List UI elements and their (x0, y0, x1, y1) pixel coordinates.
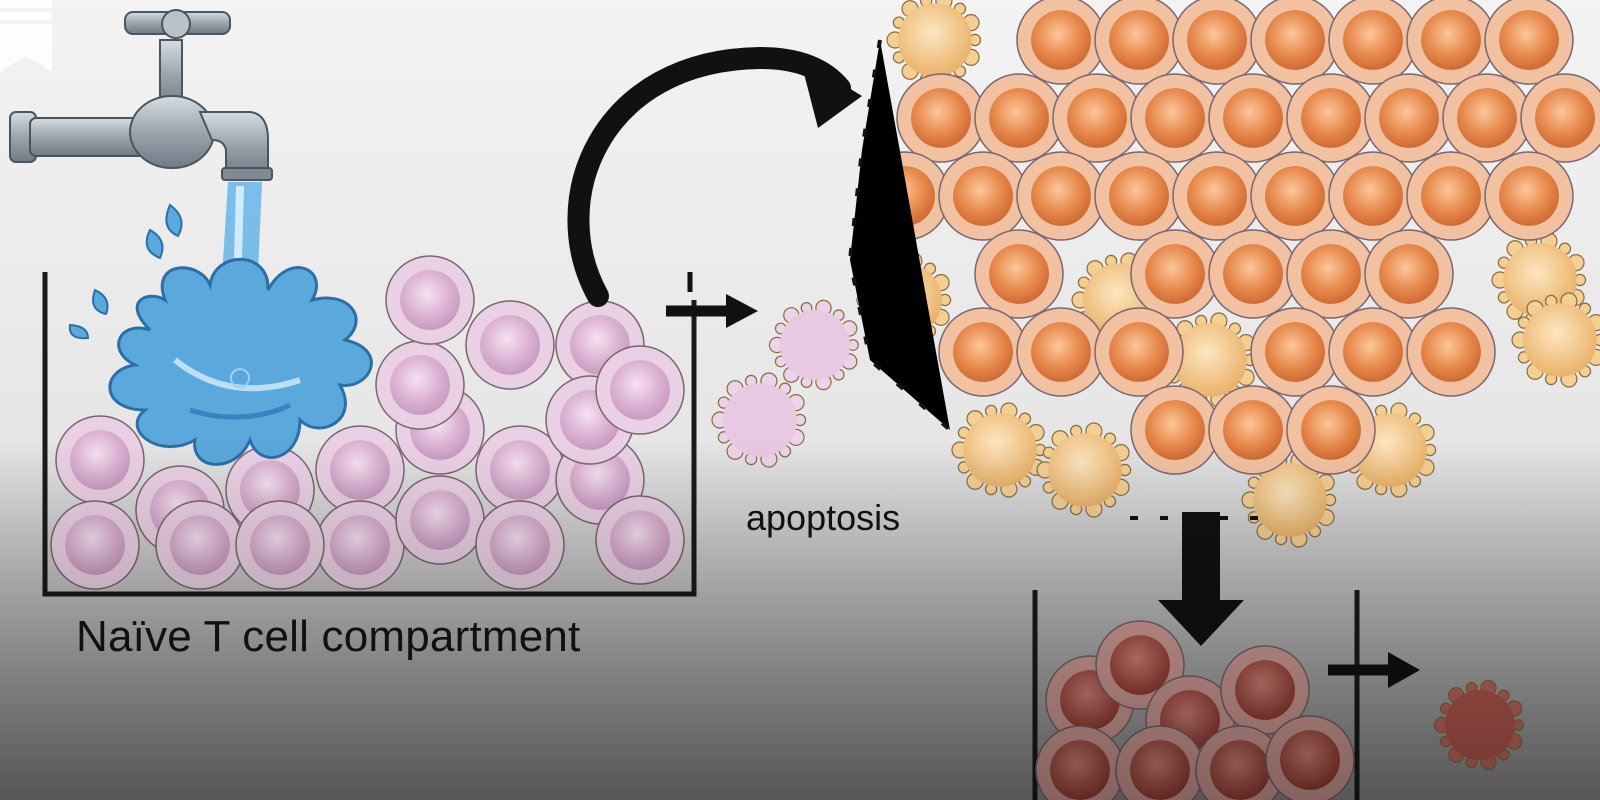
effector-cell (1443, 74, 1531, 162)
effector-cell (1095, 308, 1183, 396)
naive-cell (316, 501, 404, 589)
naive-cell (156, 501, 244, 589)
effector-cell (1173, 152, 1261, 240)
effector-cell (1407, 0, 1495, 84)
effector-cell (1365, 230, 1453, 318)
effector-cell (1485, 152, 1573, 240)
effector-cell (1017, 0, 1105, 84)
effector-cell (1485, 0, 1573, 84)
effector-cell (1173, 0, 1261, 84)
effector-cell (1329, 308, 1417, 396)
effector-cell (1131, 386, 1219, 474)
effector-cell (1131, 74, 1219, 162)
naive-cell (596, 346, 684, 434)
naive-compartment-label: Naïve T cell compartment (76, 612, 580, 662)
effector-cell (1209, 386, 1297, 474)
effector-cell (1209, 74, 1297, 162)
effector-cell (1251, 308, 1339, 396)
naive-cell (376, 341, 464, 429)
effector-cell (939, 308, 1027, 396)
effector-cell (897, 74, 985, 162)
effector-cell (1287, 386, 1375, 474)
effector-cell (1251, 0, 1339, 84)
effector-cell (1095, 152, 1183, 240)
effector-cell (1017, 308, 1105, 396)
effector-cell (1521, 74, 1600, 162)
naive-cell (51, 501, 139, 589)
effector-cell (939, 152, 1027, 240)
naive-cell (56, 416, 144, 504)
bookmark-icon[interactable] (0, 0, 52, 72)
naive-cell (466, 301, 554, 389)
effector-cell (1053, 74, 1141, 162)
naive-cell (476, 501, 564, 589)
effector-cell (1095, 0, 1183, 84)
effector-cell (1287, 74, 1375, 162)
effector-cell (1365, 74, 1453, 162)
effector-cell (1251, 152, 1339, 240)
naive-cell (396, 476, 484, 564)
effector-cell (1287, 230, 1375, 318)
naive-cell (236, 501, 324, 589)
effector-cell (975, 74, 1063, 162)
memory-cell (1266, 716, 1354, 800)
effector-cell (975, 230, 1063, 318)
effector-cell (1329, 0, 1417, 84)
naive-cell (386, 256, 474, 344)
effector-cell (1017, 152, 1105, 240)
effector-cell (1329, 152, 1417, 240)
apoptosis-label: apoptosis (746, 497, 900, 539)
effector-cell (1131, 230, 1219, 318)
effector-cell (1407, 152, 1495, 240)
effector-cell (1407, 308, 1495, 396)
effector-cell (1209, 230, 1297, 318)
naive-cell (596, 496, 684, 584)
